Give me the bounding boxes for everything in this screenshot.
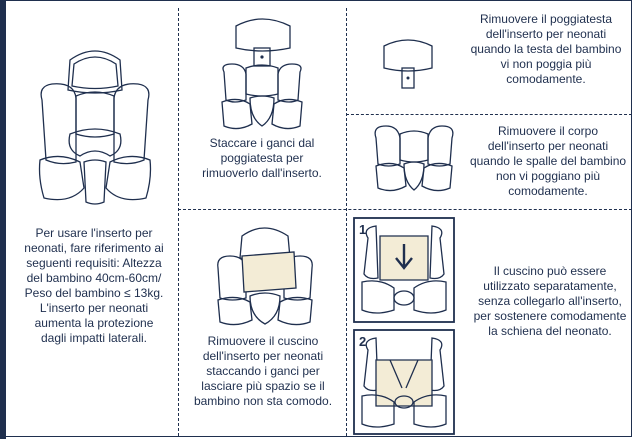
divider-vertical-2 xyxy=(346,8,347,436)
divider-vertical-1 xyxy=(178,8,179,436)
headrest-detach-illustration xyxy=(221,18,303,130)
remove-body-text: Rimuovere il corpo dell'inserto per neon… xyxy=(469,124,627,198)
step-badge-1: 1 xyxy=(359,222,367,237)
infant-insert-illustration xyxy=(38,50,152,205)
down-arrow-icon xyxy=(395,244,413,270)
headrest-illustration xyxy=(383,39,433,89)
remove-cushion-text: Rimuovere il cuscino dell'inserto per ne… xyxy=(193,334,333,408)
left-edge-bar xyxy=(0,0,6,439)
cushion-fitted-illustration xyxy=(353,329,455,435)
requirements-text: Per usare l'inserto per neonati, fare ri… xyxy=(24,226,164,345)
step-badge-2: 2 xyxy=(359,334,367,349)
insert-body-illustration xyxy=(374,125,454,192)
divider-horizontal-middle xyxy=(178,209,632,210)
cushion-seat-illustration xyxy=(217,227,313,326)
remove-headrest-text: Rimuovere il poggiatesta dell'inserto pe… xyxy=(470,12,622,86)
cushion-placement-illustration xyxy=(353,217,455,323)
unhook-text: Staccare i ganci dal poggiatesta per rim… xyxy=(202,136,322,180)
cushion-use-text: Il cuscino può essere utilizzato separat… xyxy=(473,264,627,338)
divider-horizontal-upper xyxy=(346,114,632,115)
